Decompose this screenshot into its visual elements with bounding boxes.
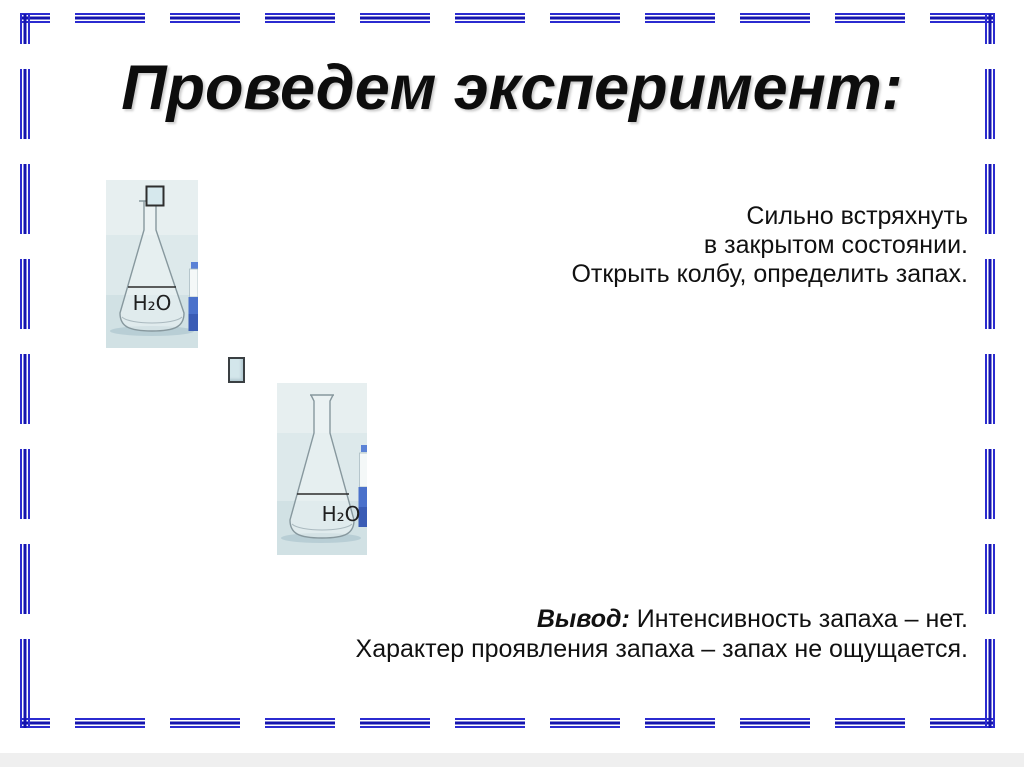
erlenmeyer-flask-icon (289, 394, 355, 539)
slide-border-bottom (20, 718, 995, 728)
instruction-line: в закрытом состоянии. (703, 231, 968, 259)
conclusion-line: Вывод: Интенсивность запаха – нет. (356, 604, 968, 634)
conclusion-line1-text: Интенсивность запаха – нет. (636, 605, 968, 633)
slide-border-left (20, 14, 30, 728)
flask-label: H₂O (133, 291, 172, 315)
instruction-text: Сильно встряхнуть в закрытом состоянии. … (571, 202, 968, 289)
background-bottle-icon (188, 262, 198, 331)
conclusion-line: Характер проявления запаха – запах не ощ… (355, 635, 968, 663)
flask-stopper-icon (145, 185, 165, 207)
slide-border-right (985, 14, 995, 728)
viewer-bottom-strip (0, 753, 1024, 767)
instruction-line: Открыть колбу, определить запах. (571, 260, 968, 288)
conclusion-text: Вывод: Интенсивность запаха – нет. Харак… (356, 604, 968, 664)
flask-open-illustration: H₂O (277, 383, 367, 555)
page-title: Проведем эксперимент: (121, 53, 903, 123)
flask-label: H₂O (322, 502, 361, 526)
background-bottle-icon (358, 445, 367, 527)
stopper-square-icon (228, 357, 245, 383)
slide-border-top (20, 13, 995, 23)
instruction-line: Сильно встряхнуть (746, 202, 968, 230)
conclusion-label: Вывод: (536, 605, 630, 633)
flask-closed-illustration: H₂O (106, 180, 198, 348)
